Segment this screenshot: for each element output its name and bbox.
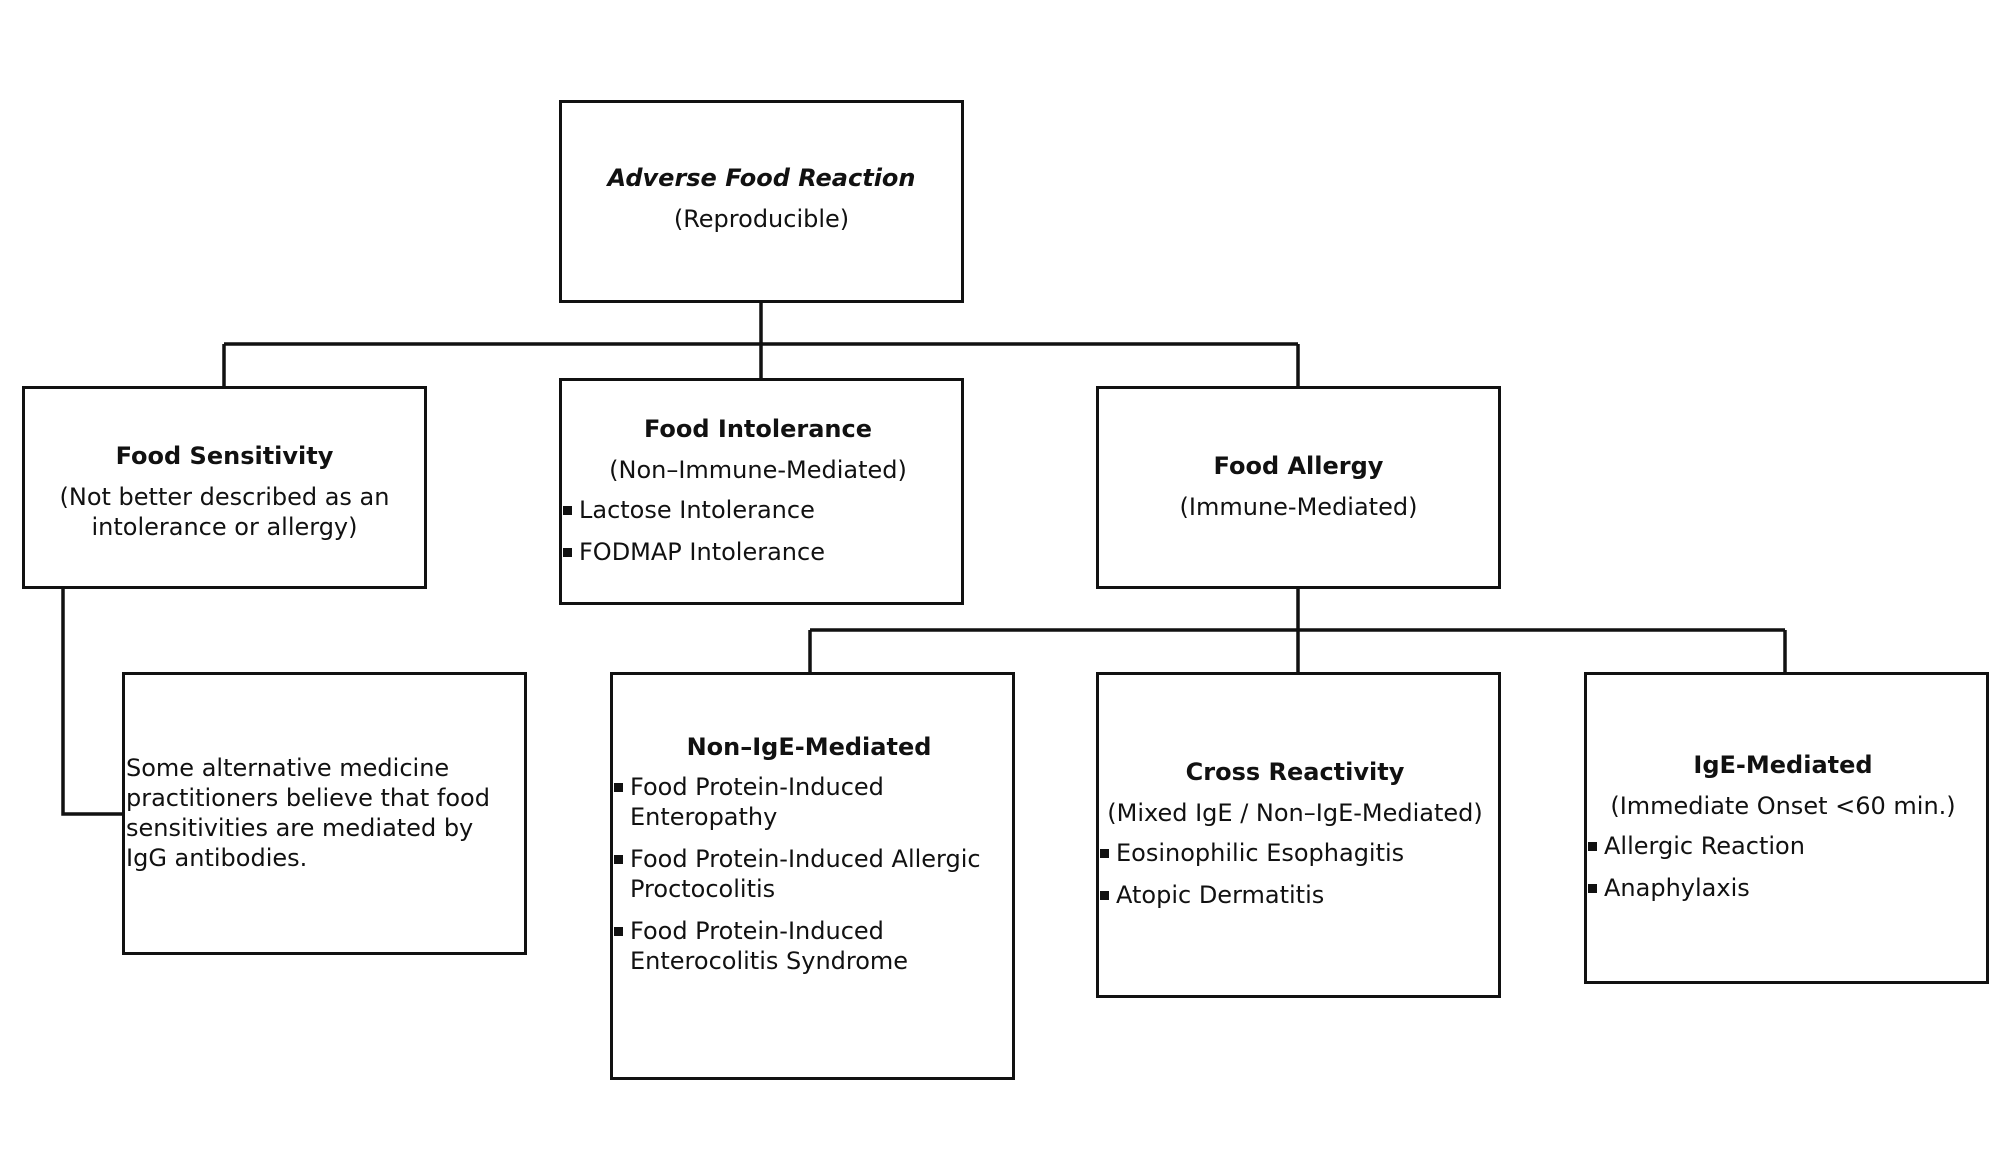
food-intolerance-box: Food Intolerance (Non–Immune-Mediated) L… <box>559 378 964 605</box>
non-ige-mediated-list: Food Protein-Induced Enteropathy Food Pr… <box>614 772 1004 976</box>
list-item: Lactose Intolerance <box>563 495 953 525</box>
food-allergy-title: Food Allergy <box>1213 452 1384 480</box>
non-ige-mediated-box: Non–IgE-Mediated Food Protein-Induced En… <box>610 672 1015 1080</box>
cross-reactivity-subtitle: (Mixed IgE / Non–IgE-Mediated) <box>1107 799 1483 827</box>
sensitivity-note-text: Some alternative medicine practitioners … <box>126 754 490 872</box>
adverse-food-reaction-subtitle: (Reproducible) <box>673 205 850 233</box>
adverse-food-reaction-title: Adverse Food Reaction <box>607 164 916 192</box>
cross-reactivity-list: Eosinophilic Esophagitis Atopic Dermatit… <box>1100 838 1490 910</box>
list-item: Allergic Reaction <box>1588 831 1978 861</box>
non-ige-mediated-title: Non–IgE-Mediated <box>686 733 932 761</box>
food-intolerance-title: Food Intolerance <box>643 415 873 443</box>
cross-reactivity-box: Cross Reactivity (Mixed IgE / Non–IgE-Me… <box>1096 672 1501 998</box>
list-item: Eosinophilic Esophagitis <box>1100 838 1490 868</box>
list-item: Food Protein-Induced Allergic Proctocoli… <box>614 844 1004 904</box>
list-item: Food Protein-Induced Enteropathy <box>614 772 1004 832</box>
ige-mediated-box: IgE-Mediated (Immediate Onset <60 min.) … <box>1584 672 1989 984</box>
sensitivity-note-box: Some alternative medicine practitioners … <box>122 672 527 955</box>
ige-mediated-list: Allergic Reaction Anaphylaxis <box>1588 831 1978 903</box>
ige-mediated-subtitle: (Immediate Onset <60 min.) <box>1610 792 1956 820</box>
list-item: FODMAP Intolerance <box>563 537 953 567</box>
list-item: Anaphylaxis <box>1588 873 1978 903</box>
food-allergy-subtitle: (Immune-Mediated) <box>1179 493 1418 521</box>
food-intolerance-list: Lactose Intolerance FODMAP Intolerance <box>563 495 953 567</box>
connector-sensitivity-note <box>61 588 124 816</box>
food-allergy-box: Food Allergy (Immune-Mediated) <box>1096 386 1501 589</box>
food-sensitivity-title: Food Sensitivity <box>115 442 334 470</box>
food-sensitivity-box: Food Sensitivity (Not better described a… <box>22 386 427 589</box>
list-item: Food Protein-Induced Enterocolitis Syndr… <box>614 916 1004 976</box>
food-sensitivity-subtitle: (Not better described as an intolerance … <box>59 483 390 541</box>
food-intolerance-subtitle: (Non–Immune-Mediated) <box>609 456 907 484</box>
cross-reactivity-title: Cross Reactivity <box>1185 758 1405 786</box>
adverse-food-reaction-box: Adverse Food Reaction (Reproducible) <box>559 100 964 303</box>
list-item: Atopic Dermatitis <box>1100 880 1490 910</box>
ige-mediated-title: IgE-Mediated <box>1693 751 1873 779</box>
